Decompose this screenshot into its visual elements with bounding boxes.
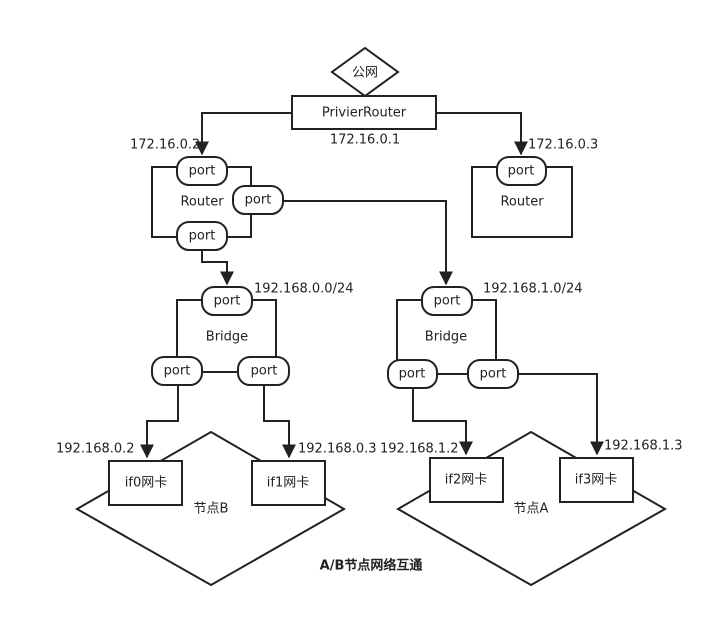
private-router-address: 172.16.0.1	[330, 133, 400, 148]
left-router-port-bottom-label: port	[189, 229, 216, 244]
left-bridge-port-top-label: port	[214, 294, 241, 309]
node-a: 节点A if2网卡 192.168.1.2 if3网卡 192.168.1.3	[380, 430, 683, 587]
node-b-label: 节点B	[194, 502, 229, 517]
left-router-port-right	[232, 185, 284, 215]
link-port-to-if3	[518, 373, 604, 456]
right-router-label: Router	[500, 195, 544, 210]
right-bridge-port-left	[387, 359, 438, 389]
right-router-port-label: port	[508, 164, 535, 179]
right-bridge-port-right-label: port	[480, 367, 507, 382]
if1-nic-box	[251, 460, 326, 506]
left-bridge-port-left-label: port	[164, 364, 191, 379]
link-router-to-right-bridge	[283, 200, 453, 286]
if1-nic-address: 192.168.0.3	[298, 442, 377, 457]
left-bridge-port-top	[201, 286, 253, 316]
link-private-to-left-router	[195, 112, 292, 156]
if0-nic-label: if0网卡	[125, 476, 167, 491]
private-router-label: PrivierRouter	[322, 106, 407, 121]
public-network-label: 公网	[352, 66, 378, 81]
left-router: Router 172.16.0.2 port port port	[130, 138, 284, 251]
if2-nic-label: if2网卡	[445, 473, 487, 488]
link-private-to-right-router	[436, 112, 528, 156]
if0-nic-box	[108, 460, 183, 506]
right-bridge-port-left-label: port	[399, 367, 426, 382]
right-bridge-port-right	[467, 359, 519, 389]
link-router-to-left-bridge	[201, 248, 234, 286]
left-router-port-top	[176, 156, 228, 186]
right-bridge: Bridge 192.168.1.0/24 port port port	[387, 282, 583, 389]
if2-nic-address: 192.168.1.2	[380, 442, 459, 457]
left-bridge-port-right	[237, 356, 290, 386]
left-bridge: Bridge 192.168.0.0/24 port port port	[151, 282, 354, 386]
link-port-to-if0	[140, 385, 179, 459]
if0-nic-address: 192.168.0.2	[56, 442, 135, 457]
right-router-port	[496, 156, 547, 186]
left-bridge-label: Bridge	[206, 330, 248, 345]
right-bridge-subnet: 192.168.1.0/24	[483, 282, 583, 297]
private-router: PrivierRouter 172.16.0.1	[291, 95, 437, 148]
if2-nic-box	[429, 457, 504, 503]
if1-nic-label: if1网卡	[267, 476, 309, 491]
link-port-to-if2	[412, 388, 473, 456]
if3-nic-label: if3网卡	[575, 473, 617, 488]
right-router: Router 172.16.0.3 port	[471, 138, 598, 238]
node-b: 节点B if0网卡 192.168.0.2 if1网卡 192.168.0.3	[56, 430, 377, 587]
left-bridge-port-left	[151, 356, 203, 386]
if3-nic-address: 192.168.1.3	[604, 439, 683, 454]
left-router-port-top-label: port	[189, 164, 216, 179]
link-port-to-if1	[263, 385, 296, 459]
public-network-node: 公网	[330, 46, 400, 98]
node-a-label: 节点A	[514, 502, 549, 517]
left-router-label: Router	[180, 195, 224, 210]
left-router-port-bottom	[176, 221, 228, 251]
right-router-address: 172.16.0.3	[528, 138, 598, 153]
right-bridge-port-top	[421, 286, 473, 316]
if3-nic-box	[559, 457, 634, 503]
diagram-caption: A/B节点网络互通	[320, 558, 423, 574]
left-router-address: 172.16.0.2	[130, 138, 200, 153]
left-bridge-port-right-label: port	[251, 364, 278, 379]
left-router-port-right-label: port	[245, 193, 272, 208]
left-bridge-subnet: 192.168.0.0/24	[254, 282, 354, 297]
right-bridge-label: Bridge	[425, 330, 467, 345]
private-router-box	[291, 95, 437, 130]
right-bridge-port-top-label: port	[434, 294, 461, 309]
